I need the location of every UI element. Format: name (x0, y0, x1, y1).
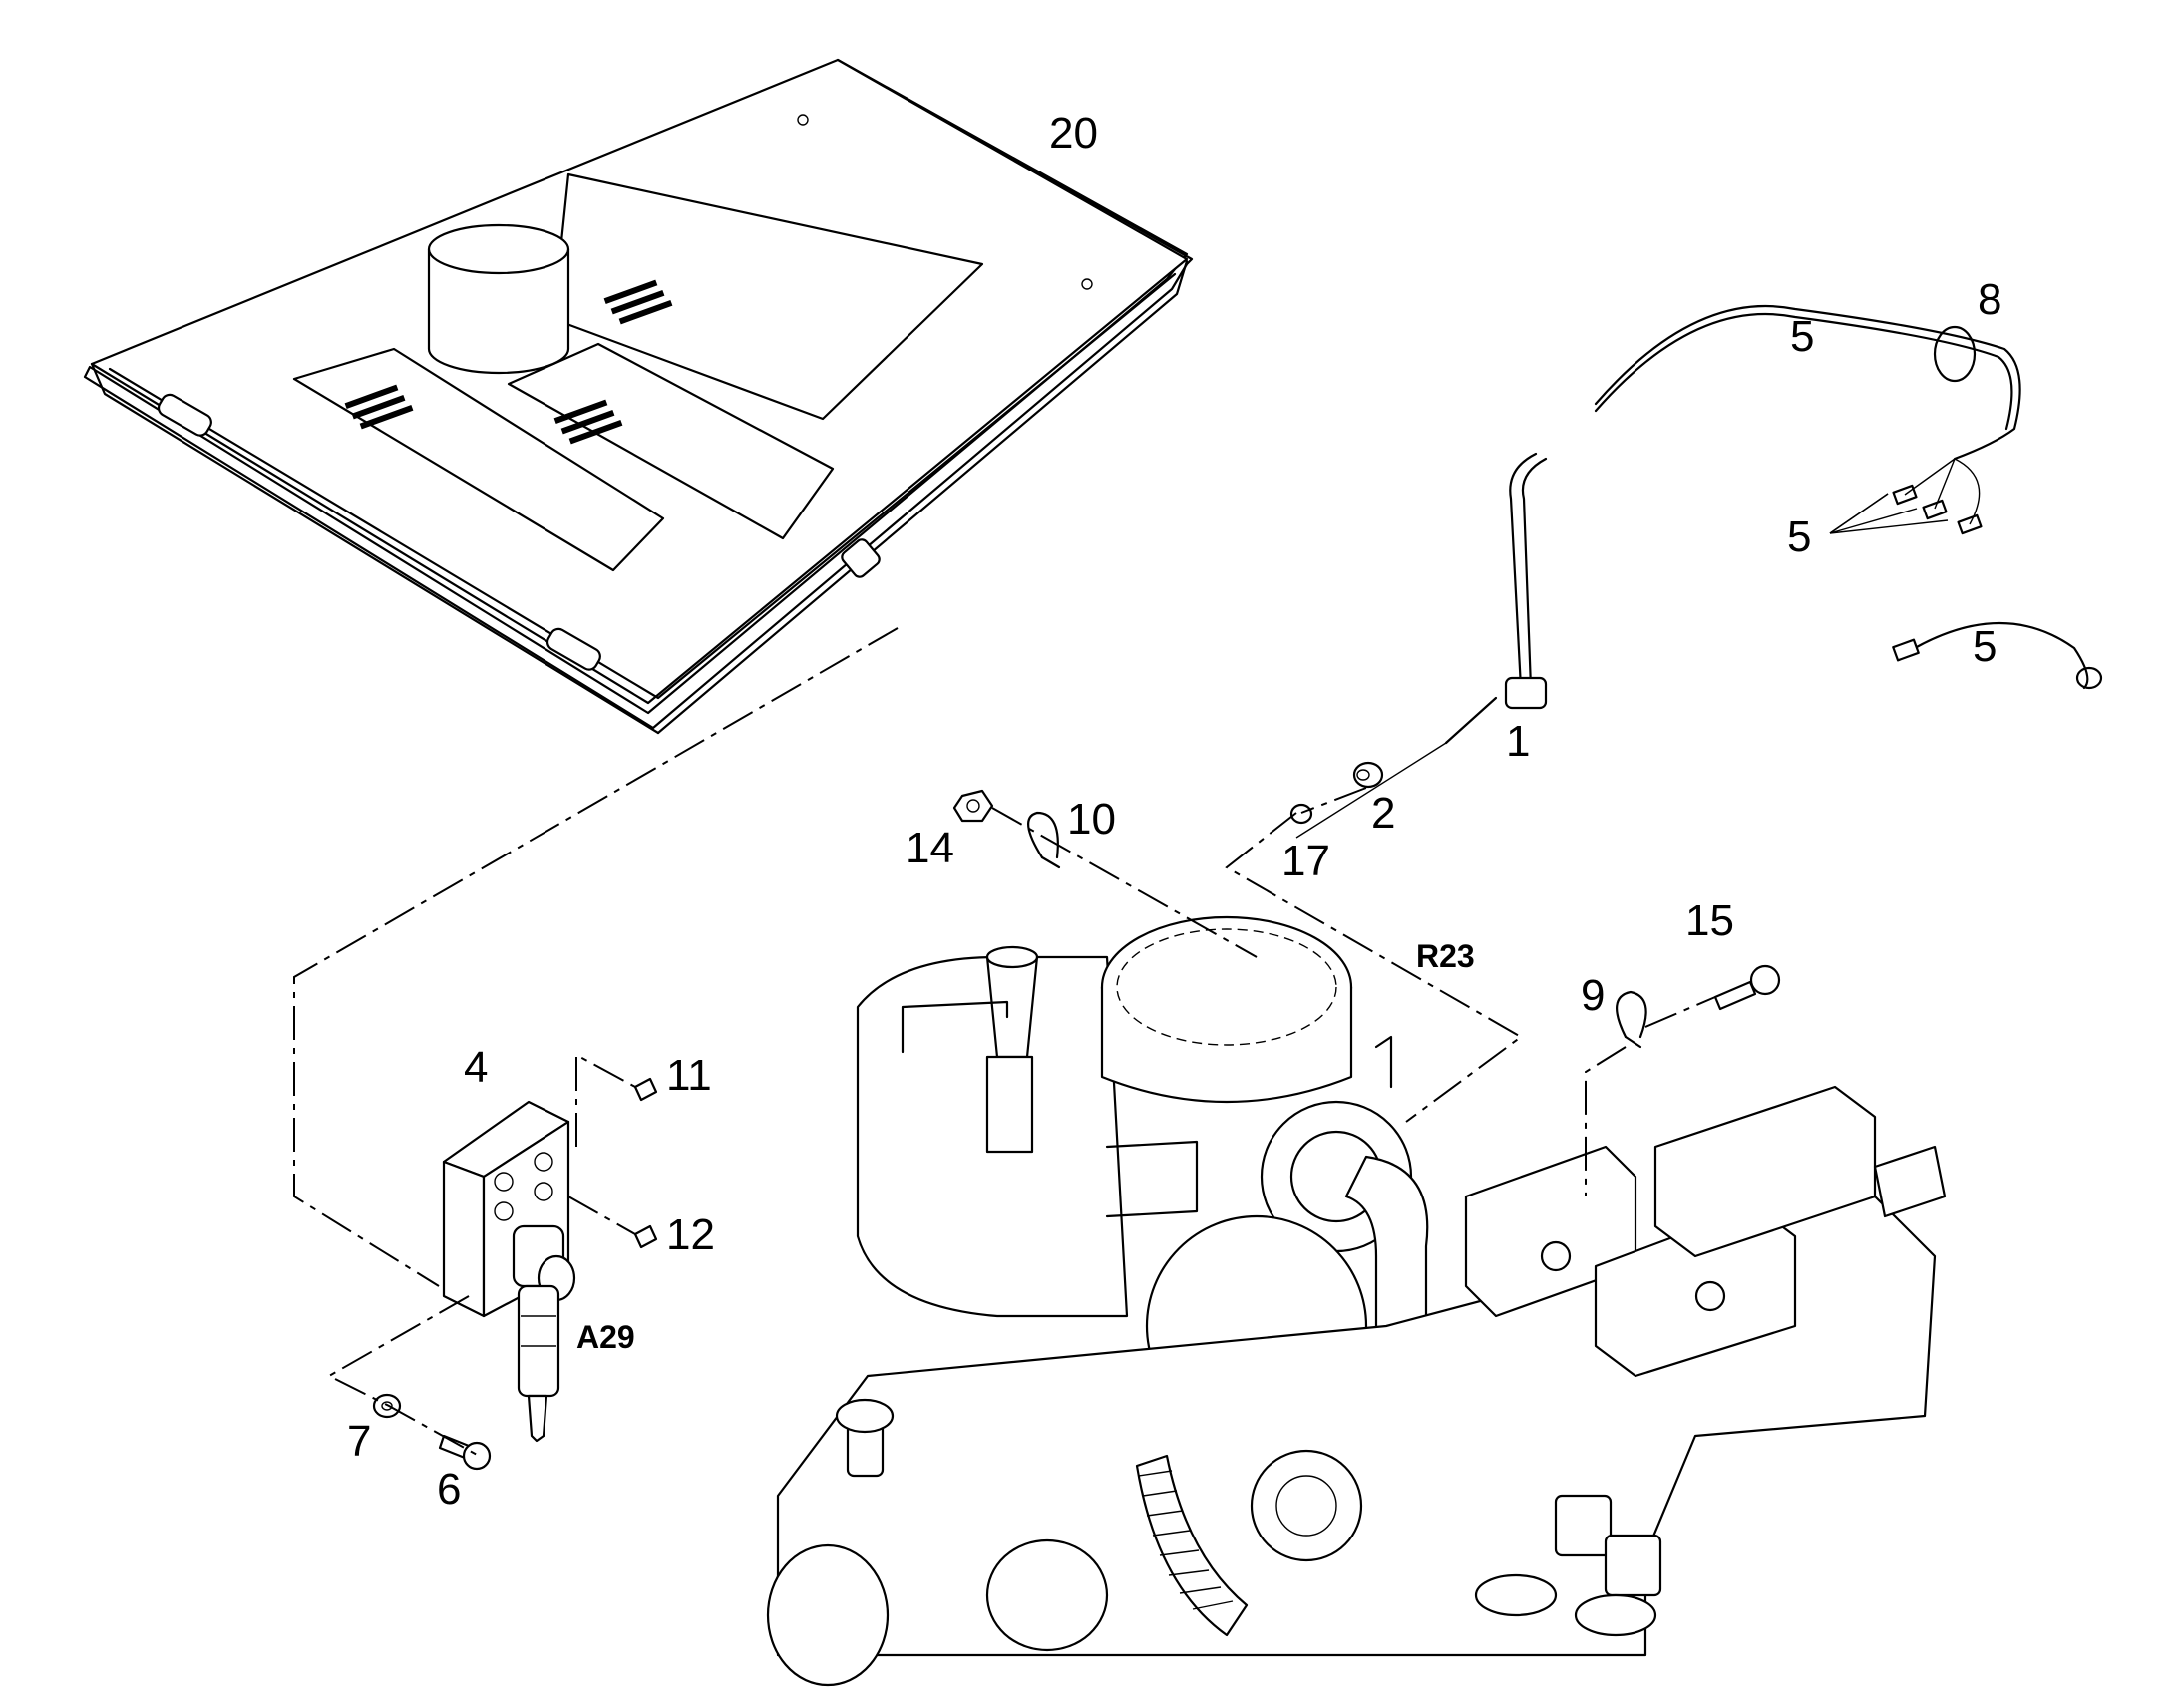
fitting-part-2 (1352, 761, 1384, 789)
clamp-part-10 (1027, 811, 1061, 869)
ecu-module-box (442, 1100, 576, 1443)
ref-label-r23: R23 (1416, 938, 1475, 974)
callout-labels: 20 8 5 5 5 1 2 17 14 10 15 9 4 11 12 7 6… (347, 109, 2001, 1514)
o-ring-part-17 (1289, 803, 1313, 825)
callout-5: 5 (1790, 312, 1814, 361)
callout-2: 2 (1371, 789, 1395, 838)
callout-4: 4 (464, 1043, 488, 1092)
callout-9: 9 (1581, 971, 1605, 1020)
bolt-part-15 (1713, 964, 1781, 1011)
callout-14: 14 (906, 824, 954, 872)
label-part-12 (633, 1224, 658, 1249)
engine-cover-panel (83, 58, 1194, 735)
callout-5: 5 (1787, 512, 1811, 561)
leader-lines (293, 627, 1716, 1457)
callout-5: 5 (1973, 622, 1997, 671)
bolt-part-6 (438, 1434, 492, 1471)
callout-17: 17 (1281, 837, 1330, 885)
sensor-cable-assembly (1295, 305, 2103, 839)
washer-part-7 (372, 1393, 402, 1419)
clamp-part-9 (1616, 990, 1647, 1049)
ref-label-a29: A29 (576, 1319, 635, 1355)
callout-11: 11 (666, 1051, 712, 1100)
callout-1: 1 (1506, 717, 1530, 766)
callout-6: 6 (437, 1465, 461, 1514)
engine-assembly (766, 915, 1947, 1687)
callout-10: 10 (1067, 795, 1116, 844)
callout-20: 20 (1049, 109, 1098, 158)
callout-7: 7 (347, 1417, 371, 1466)
callout-12: 12 (666, 1210, 715, 1259)
nut-part-14 (952, 789, 994, 823)
callout-15: 15 (1685, 896, 1734, 945)
callout-8: 8 (1978, 275, 2001, 324)
label-part-11 (633, 1077, 658, 1102)
